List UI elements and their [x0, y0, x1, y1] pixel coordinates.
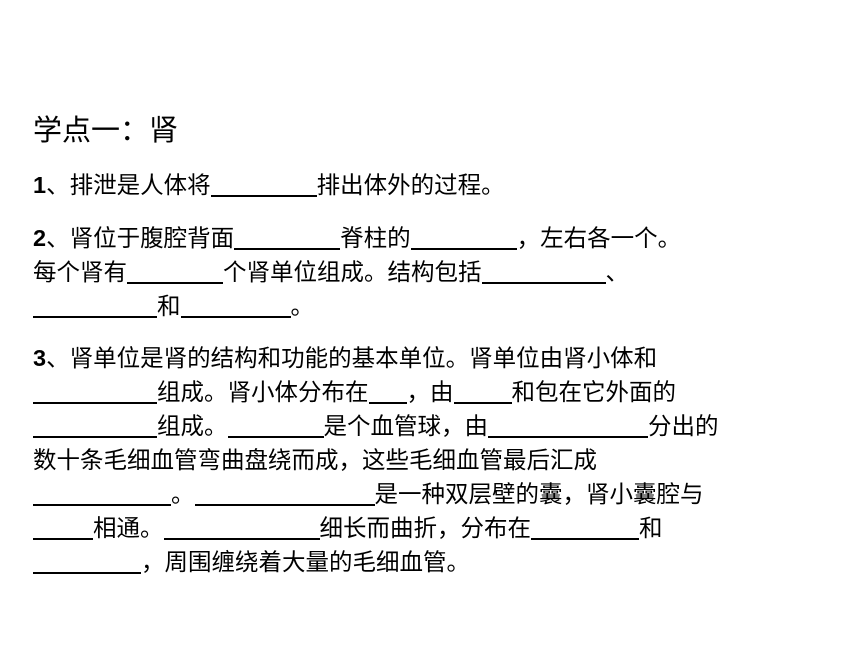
question-3-line-5: 。 是一种双层壁的囊，肾小囊腔与 [33, 477, 719, 511]
question-3-number: 3 [33, 345, 47, 371]
question-1-text-b: 排出体外的过程。 [316, 171, 505, 199]
fill-blank [33, 511, 93, 540]
fill-blank [33, 289, 157, 318]
question-3-text-j: 是一种双层壁的囊，肾小囊腔与 [374, 480, 704, 508]
question-2-text-a: 、肾位于腹腔背面 [46, 224, 235, 252]
fill-blank [33, 477, 171, 506]
fill-blank [33, 409, 157, 438]
question-3-text-m: 和 [639, 514, 663, 542]
fill-blank [368, 375, 407, 404]
fill-blank [453, 375, 512, 404]
fill-blank [210, 168, 317, 197]
question-2-number: 2 [33, 225, 47, 251]
question-1-text-a: 、排泄是人体将 [46, 171, 211, 199]
question-2-text-e: 个肾单位组成。结构包括 [223, 258, 482, 286]
question-3-text-a: 、肾单位是肾的结构和功能的基本单位。肾单位由肾小体和 [46, 344, 658, 372]
question-1: 1、排泄是人体将 排出体外的过程。 [33, 168, 505, 202]
question-3-text-i: 。 [171, 480, 195, 508]
fill-blank [227, 409, 324, 438]
fill-blank [194, 477, 375, 506]
question-2-line-2: 每个肾有 个肾单位组成。结构包括 、 [33, 255, 681, 289]
question-3-text-d: 和包在它外面的 [511, 378, 677, 406]
fill-blank [488, 409, 648, 438]
question-3-text-c: ，由 [406, 378, 454, 406]
fill-blank [33, 545, 141, 574]
question-3-line-7: ，周围缠绕着大量的毛细血管。 [33, 545, 719, 579]
question-3-text-l: 细长而曲折，分布在 [319, 514, 532, 542]
question-3-text-n: ，周围缠绕着大量的毛细血管。 [141, 548, 470, 576]
fill-blank [180, 289, 291, 318]
question-2-line-1: 2、肾位于腹腔背面 脊柱的 ，左右各一个。 [33, 221, 681, 255]
question-1-number: 1 [33, 172, 47, 198]
question-2-text-h: 。 [290, 292, 315, 320]
question-2-text-c: ，左右各一个。 [516, 224, 682, 252]
section-title: 学点一：肾 [33, 113, 179, 147]
question-3: 3、肾单位是肾的结构和功能的基本单位。肾单位由肾小体和 组成。肾小体分布在，由和… [33, 341, 719, 579]
question-3-line-2: 组成。肾小体分布在 ，由 和包在它外面的 [33, 375, 719, 409]
question-3-line-4: 数十条毛细血管弯曲盘绕而成，这些毛细血管最后汇成 [33, 443, 719, 477]
question-2-text-b: 脊柱的 [340, 224, 411, 252]
question-3-line-3: 组成。 是个血管球，由 分出的 [33, 409, 719, 443]
question-3-text-k: 相通。 [93, 514, 164, 542]
question-2-text-d: 每个肾有 [33, 258, 127, 286]
fill-blank [163, 511, 320, 540]
fill-blank [234, 221, 341, 250]
question-3-text-h: 数十条毛细血管弯曲盘绕而成，这些毛细血管最后汇成 [33, 446, 597, 474]
fill-blank [481, 255, 606, 284]
question-3-text-g: 分出的 [648, 412, 719, 440]
fill-blank [410, 221, 517, 250]
fill-blank [531, 511, 639, 540]
question-3-line-6: 相通。 细长而曲折，分布在 和 [33, 511, 719, 545]
question-2-text-f: 、 [605, 258, 630, 286]
question-3-text-f: 是个血管球，由 [323, 412, 489, 440]
question-2: 2、肾位于腹腔背面脊柱的，左右各一个。 每个肾有个肾单位组成。结构包括、 和。 [33, 221, 681, 323]
question-2-text-g: 和 [157, 292, 181, 320]
question-3-text-b: 组成。肾小体分布在 [157, 378, 369, 406]
question-3-text-e: 组成。 [157, 412, 228, 440]
question-3-line-1: 3、肾单位是肾的结构和功能的基本单位。肾单位由肾小体和 [33, 341, 719, 375]
question-2-line-3: 和。 [33, 289, 681, 323]
fill-blank [127, 255, 223, 284]
fill-blank [33, 375, 157, 404]
